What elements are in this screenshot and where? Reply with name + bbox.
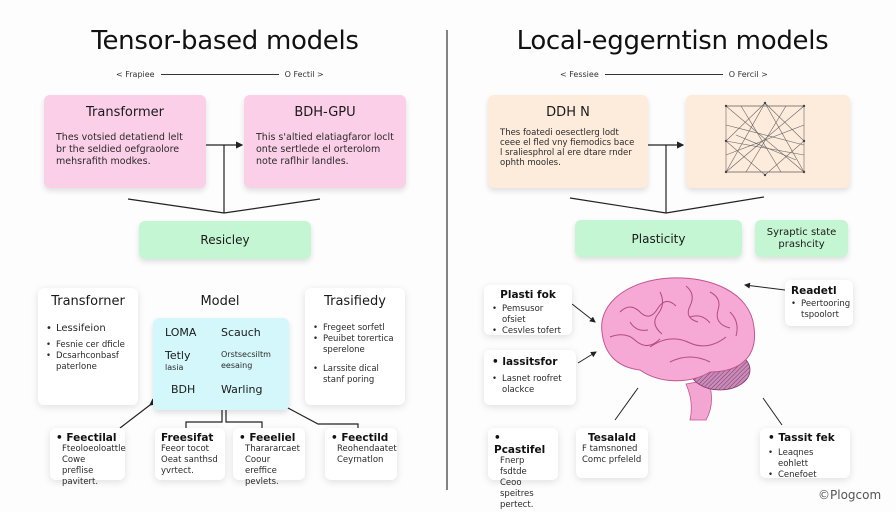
right-bottom-card-1-title: • Pcastifel: [494, 432, 546, 456]
model-cell-desc: Orstsecsiltm eesaing: [221, 350, 271, 370]
plasticity-box[interactable]: Plasticity: [575, 220, 742, 257]
transformer-item: Dcsarhconbasf paterlone: [46, 351, 130, 373]
model-grid[interactable]: LOMA Scauch Tetly lasia Orstsecsiltm ees…: [153, 318, 289, 410]
right-title: Local-eggerntisn models: [516, 26, 829, 56]
bottom-card-4-line: Ceyrnatlon: [337, 455, 384, 465]
right-bottom-card-3-item: Cenefoet: [768, 470, 842, 481]
bottom-card-1-title: • Feectilal: [56, 432, 117, 444]
transformer-card-title: Transformer: [85, 105, 164, 120]
ddh-n-card-title: DDH N: [546, 105, 590, 120]
readetl-label[interactable]: Readetl Peertooring tspoolort: [785, 280, 853, 326]
ddh-n-card-body: Thes foatedi oesectlerg lodt ceee el fle…: [500, 128, 635, 168]
bottom-card-2[interactable]: Freesifat Feeor tocot Oeat santhsd yvrte…: [155, 428, 225, 480]
model-cell-loma: LOMA: [165, 326, 197, 339]
bottom-card-4-line: Reohendaatet: [337, 444, 397, 454]
bottom-card-3-title: • Feeeliel: [239, 432, 296, 444]
right-bottom-card-3[interactable]: • Tassit fek Leaqnes eohlett Cenefoet: [760, 428, 850, 481]
model-cell-tetly-title: Tetly: [165, 349, 191, 362]
left-nav-line: [160, 74, 279, 75]
plasti-fok-label[interactable]: Plasti fok Pemsusor ofsiet Cesvles tofer…: [484, 285, 572, 337]
plasti-fok-title: Plasti fok: [500, 289, 556, 301]
ddh-n-card[interactable]: DDH N Thes foatedi oesectlerg lodt ceee …: [488, 95, 648, 188]
right-bottom-card-2-line: Comc prfeleld: [582, 455, 642, 465]
bottom-card-3[interactable]: • Feeeliel Tharararcaet Coour ereffice p…: [233, 428, 305, 487]
trasifiedy-item: Larssite dical stanf poring: [313, 364, 397, 386]
bdh-gpu-card-body: This s'altied elatiagfaror loclt onte se…: [256, 132, 394, 167]
right-bottom-card-3-item: Leaqnes eohlett: [768, 448, 842, 470]
trasifiedy-title: Trasifiedy: [324, 294, 386, 309]
residual-box[interactable]: Resicley: [139, 221, 311, 259]
brain-icon: [601, 277, 756, 421]
lassitsfor-title: • lassitsfor: [492, 356, 558, 368]
left-nav-next[interactable]: O Fectil >: [284, 70, 324, 79]
right-nav-prev[interactable]: < Fessiee: [560, 70, 599, 79]
trasifiedy-item: Peuibet torertica sperelone: [313, 334, 397, 356]
left-nav: < Frapiee O Fectil >: [116, 70, 324, 79]
transformer-column[interactable]: Transforner Lessifeion Fesnie cer dficle…: [38, 288, 138, 405]
bottom-card-4-title: • Feectild: [331, 432, 389, 444]
right-bottom-card-2-line: F tamsnoned: [582, 444, 638, 454]
model-cell-warling: Warling: [221, 383, 263, 396]
left-nav-prev[interactable]: < Frapiee: [116, 70, 155, 79]
right-bottom-card-1-line: Ceoo speitres pertect.: [500, 478, 534, 510]
bottom-card-4[interactable]: • Feectild Reohendaatet Ceyrnatlon: [325, 428, 397, 480]
readetl-item: Peertooring tspoolort: [791, 299, 850, 321]
synaptic-state-box[interactable]: Syraptic state prashcity: [755, 220, 848, 257]
bottom-card-1[interactable]: • Feectilal Fteoloeoloattle Cowe preflis…: [50, 428, 126, 487]
bottom-card-3-line: Tharararcaet: [245, 444, 300, 454]
bottom-card-3-line: Coour ereffice pevlets.: [245, 455, 279, 487]
bottom-card-2-line: Feeor tocot: [161, 444, 210, 454]
bdh-gpu-card[interactable]: BDH-GPU This s'altied elatiagfaror loclt…: [244, 95, 406, 188]
trasifiedy-column[interactable]: Trasifiedy Fregeet sorfetl Peuibet torer…: [305, 288, 405, 405]
transformer-item: Fesnie cer dficle: [46, 340, 130, 351]
bdh-gpu-card-title: BDH-GPU: [294, 105, 356, 120]
copyright-watermark: ©Plogcom: [818, 488, 882, 502]
right-nav-line: [604, 74, 723, 75]
lassitsfor-item: Lasnet roofret olackce: [492, 374, 568, 396]
transformer-head-item: Lessifeion: [46, 323, 130, 334]
network-graph-card[interactable]: [686, 95, 850, 188]
model-cell-bdh: BDH: [171, 383, 196, 396]
bottom-card-1-line: Fteoloeoloattle: [62, 444, 126, 454]
right-bottom-card-1-line: Fnerp fsdtde: [500, 456, 527, 477]
bottom-card-2-line: Oeat santhsd yvrtect.: [161, 455, 218, 476]
network-graph-icon: [724, 101, 806, 177]
transformer-card-body: Thes votsied detatiend lelt br the seldi…: [56, 132, 183, 167]
model-title: Model: [200, 294, 240, 309]
bottom-card-1-line: Cowe preflise pavitert.: [62, 455, 99, 487]
right-nav: < Fessiee O Fercil >: [560, 70, 768, 79]
right-bottom-card-1[interactable]: • Pcastifel Fnerp fsdtde Ceoo speitres p…: [488, 428, 558, 510]
right-bottom-card-3-title: • Tassit fek: [768, 432, 835, 444]
right-bottom-card-2[interactable]: Tesalald F tamsnoned Comc prfeleld: [576, 428, 648, 478]
trasifiedy-item: Fregeet sorfetl: [313, 323, 397, 334]
lassitsfor-label[interactable]: • lassitsfor Lasnet roofret olackce: [484, 350, 576, 405]
right-bottom-card-2-title: Tesalald: [587, 432, 637, 444]
plasti-fok-item: Pemsusor ofsiet: [492, 304, 564, 326]
model-cell-tetly-sub: lasia: [165, 363, 184, 372]
model-cell-tetly: Tetly lasia: [165, 349, 221, 379]
left-title: Tensor-based models: [91, 26, 359, 56]
transformer-card[interactable]: Transformer Thes votsied detatiend lelt …: [44, 95, 206, 188]
plasti-fok-item: Cesvles tofert: [492, 326, 564, 337]
readetl-title: Readetl: [791, 285, 837, 297]
model-cell-scauch: Scauch: [221, 326, 261, 339]
bottom-card-2-title: Freesifat: [161, 432, 214, 444]
transformer-column-title: Transforner: [51, 294, 125, 309]
right-nav-next[interactable]: O Fercil >: [728, 70, 768, 79]
